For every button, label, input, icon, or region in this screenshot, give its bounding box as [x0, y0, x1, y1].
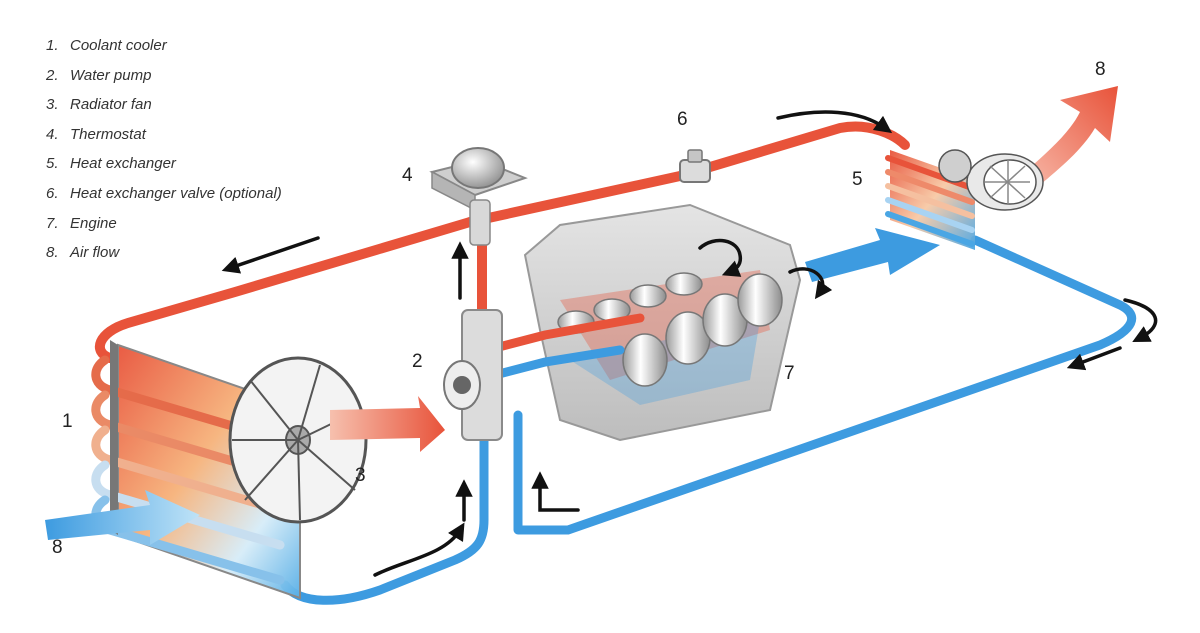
legend-num: 8. — [46, 244, 59, 262]
legend-item: 1. Coolant cooler — [46, 36, 282, 66]
radiator-fan — [228, 356, 368, 524]
radiator-airflow-out — [330, 396, 445, 452]
heat-exchanger-airflow-in — [805, 228, 940, 282]
callout-thermostat: 4 — [402, 165, 413, 186]
legend-label: Thermostat — [70, 125, 146, 143]
legend-item: 4. Thermostat — [46, 125, 282, 155]
legend-item: 6. Heat exchanger valve (optional) — [46, 184, 282, 214]
legend-num: 5. — [46, 155, 59, 173]
airflow-in-arrow — [45, 490, 200, 545]
legend-num: 2. — [46, 66, 59, 84]
heat-exchanger — [885, 149, 1044, 250]
legend-label: Water pump — [70, 66, 152, 84]
callout-airflow-in: 8 — [52, 537, 63, 558]
flow-arrows — [221, 110, 1158, 577]
legend-label: Radiator fan — [70, 96, 152, 114]
blower — [938, 149, 1044, 211]
callout-water-pump: 2 — [412, 351, 423, 372]
legend-item: 8. Air flow — [46, 243, 282, 273]
thermostat — [429, 147, 528, 246]
legend-item: 7. Engine — [46, 214, 282, 244]
legend-label: Air flow — [70, 244, 120, 262]
water-pump — [443, 309, 503, 441]
legend-label: Coolant cooler — [70, 37, 167, 54]
heat-exchanger-valve — [679, 149, 711, 183]
legend-label: Engine — [70, 214, 117, 232]
callout-radiator-fan: 3 — [355, 465, 366, 486]
legend-label: Heat exchanger — [70, 155, 176, 173]
legend-num: 6. — [46, 184, 59, 202]
legend-label: Heat exchanger valve (optional) — [70, 184, 282, 202]
legend-num: 7. — [46, 214, 59, 232]
legend-num: 4. — [46, 125, 59, 143]
callout-engine: 7 — [784, 363, 795, 384]
callout-valve: 6 — [677, 109, 688, 130]
legend-item: 5. Heat exchanger — [46, 154, 282, 184]
callout-coolant-cooler: 1 — [62, 411, 73, 432]
legend-item: 2. Water pump — [46, 66, 282, 96]
legend-list: 1. Coolant cooler 2. Water pump 3. Radiator… — [46, 36, 282, 273]
cold-coolant-line — [280, 235, 1136, 605]
legend-num: 3. — [46, 96, 59, 114]
callout-airflow-out: 8 — [1095, 59, 1106, 80]
callout-heat-exchanger: 5 — [852, 169, 863, 190]
legend-num: 1. — [46, 37, 59, 54]
legend-item: 3. Radiator fan — [46, 95, 282, 125]
engine — [490, 203, 802, 442]
airflow-out-arrow — [1025, 86, 1118, 185]
